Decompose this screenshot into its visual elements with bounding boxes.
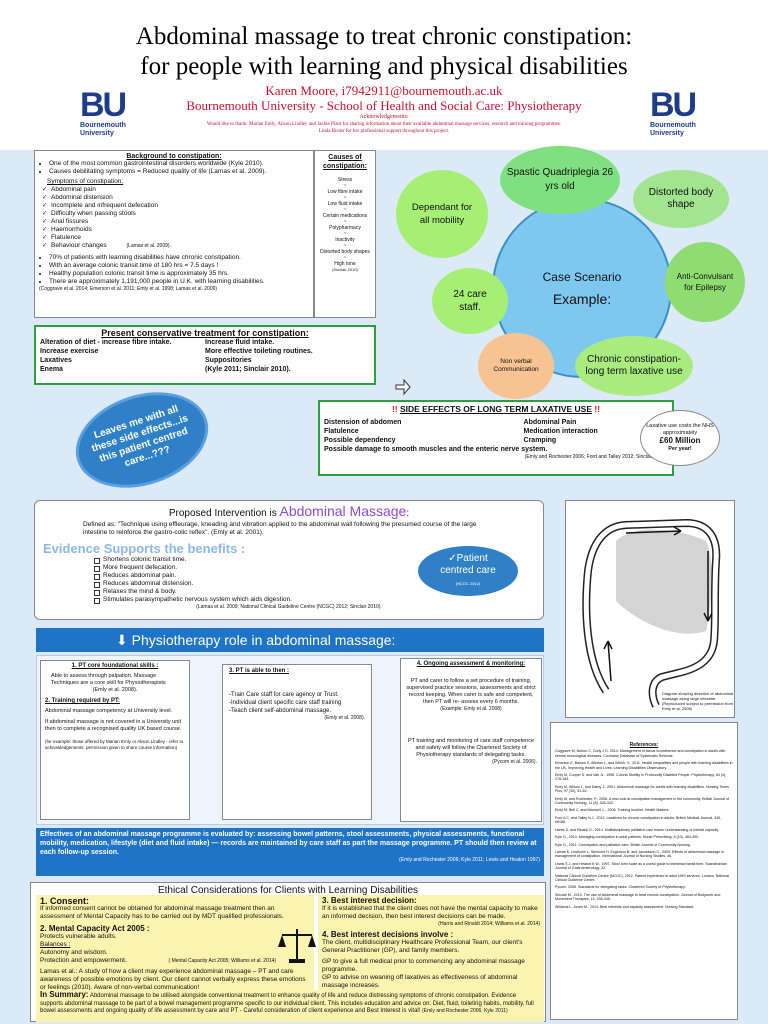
bubble-distorted: Distorted body shape [633,170,729,228]
poster-title-line2: for people with learning and physical di… [140,53,628,80]
background-bullets: One of the most common gastrointestinal … [39,160,309,176]
bubble-chronic: Chronic constipation- long term laxative… [575,336,693,396]
nhs-cost-badge: Laxative use costs the NHS approximately… [640,410,720,466]
bu-logo-left: BU Bournemouth University [80,86,127,137]
leaves-me-callout: Leaves me with all these side effects...… [63,376,221,504]
symptoms-list: Abdominal pain Abdominal distension Inco… [39,186,309,250]
bubble-anticonvulsant: Anti-Convulsant for Epilepsy [665,242,745,322]
arrow-down-icon: ⬇ [116,632,128,648]
intervention-box: Proposed Intervention is Abdominal Massa… [34,500,544,620]
evaluation-bar: Effectives of an abdominal massage progr… [36,828,544,876]
side-effects-title: SIDE EFFECTS OF LONG TERM LAXATIVE USE [399,404,593,414]
ack-text: Would like to thank: Marian Emly, Alison… [206,122,562,134]
ethics-title: Ethical Considerations for Clients with … [157,885,419,896]
bubble-care-staff: 24 care staff. [432,268,508,334]
ethics-right: 3. Best interest decision: If it is esta… [318,895,544,990]
diagram-caption: Diagram showing direction of abdominal m… [662,691,734,701]
physio-col1: 1. PT core foundational skills : Able to… [40,660,190,820]
bubble-dependant: Dependant for all mobility [396,170,488,258]
side-effects-box: !! SIDE EFFECTS OF LONG TERM LAXATIVE US… [318,400,674,476]
causes-title: Causes of constipation: [323,154,367,170]
evidence-title: Evidence Supports the benefits : [43,541,246,556]
references-box: References: Coggrave M, Norton C, Cody J… [550,722,738,1020]
definition: Defined as: "Technique using effleurage,… [83,521,477,536]
physio-col2: 3. PT is able to then : -Train Care staf… [222,664,372,820]
physio-col3: 4. Ongoing assessment & monitoring: PT a… [400,658,542,822]
benefits-list: Shortens colonic transit time. More freq… [43,556,535,604]
causes-box: Causes of constipation: Stress~ Low fibr… [314,150,376,318]
facts-ref: (Coggrave et al. 2014; Emerson et al. 20… [39,286,218,292]
intervention-name: Abdominal Massage [279,503,407,519]
header-band [0,0,768,150]
poster-title-line1: Abdominal massage to treat chronic const… [135,23,633,50]
bubble-nonverbal: Non verbal Communication [478,333,554,399]
arrow-icon [394,378,412,396]
colon-diagram: Diagram showing direction of abdominal m… [565,500,735,718]
physio-title-bar: ⬇ Physiotherapy role in abdominal massag… [36,628,544,652]
facts-list: 70% of patients with learning disabiliti… [39,254,309,286]
bubble-spastic: Spastic Quadriplegia 26 yrs old [500,146,620,214]
conservative-box: Present conservative treatment for const… [34,325,376,385]
author: Karen Moore, i7942911@bournemouth.ac.uk [265,83,503,98]
symptoms-title: Symptoms of constipation: [47,178,124,185]
summary-box: In Summary: Abdominal massage to be util… [36,990,544,1022]
background-title: Background to constipation: [126,153,222,160]
scales-of-justice-icon [276,925,318,965]
institution: Bournemouth University - School of Healt… [186,98,582,113]
bu-logo-right: BU Bournemouth University [650,86,697,137]
background-box: Background to constipation: One of the m… [34,150,314,318]
conservative-title: Present conservative treatment for const… [101,328,309,338]
ack-title: Acknowledgements: [359,114,409,120]
